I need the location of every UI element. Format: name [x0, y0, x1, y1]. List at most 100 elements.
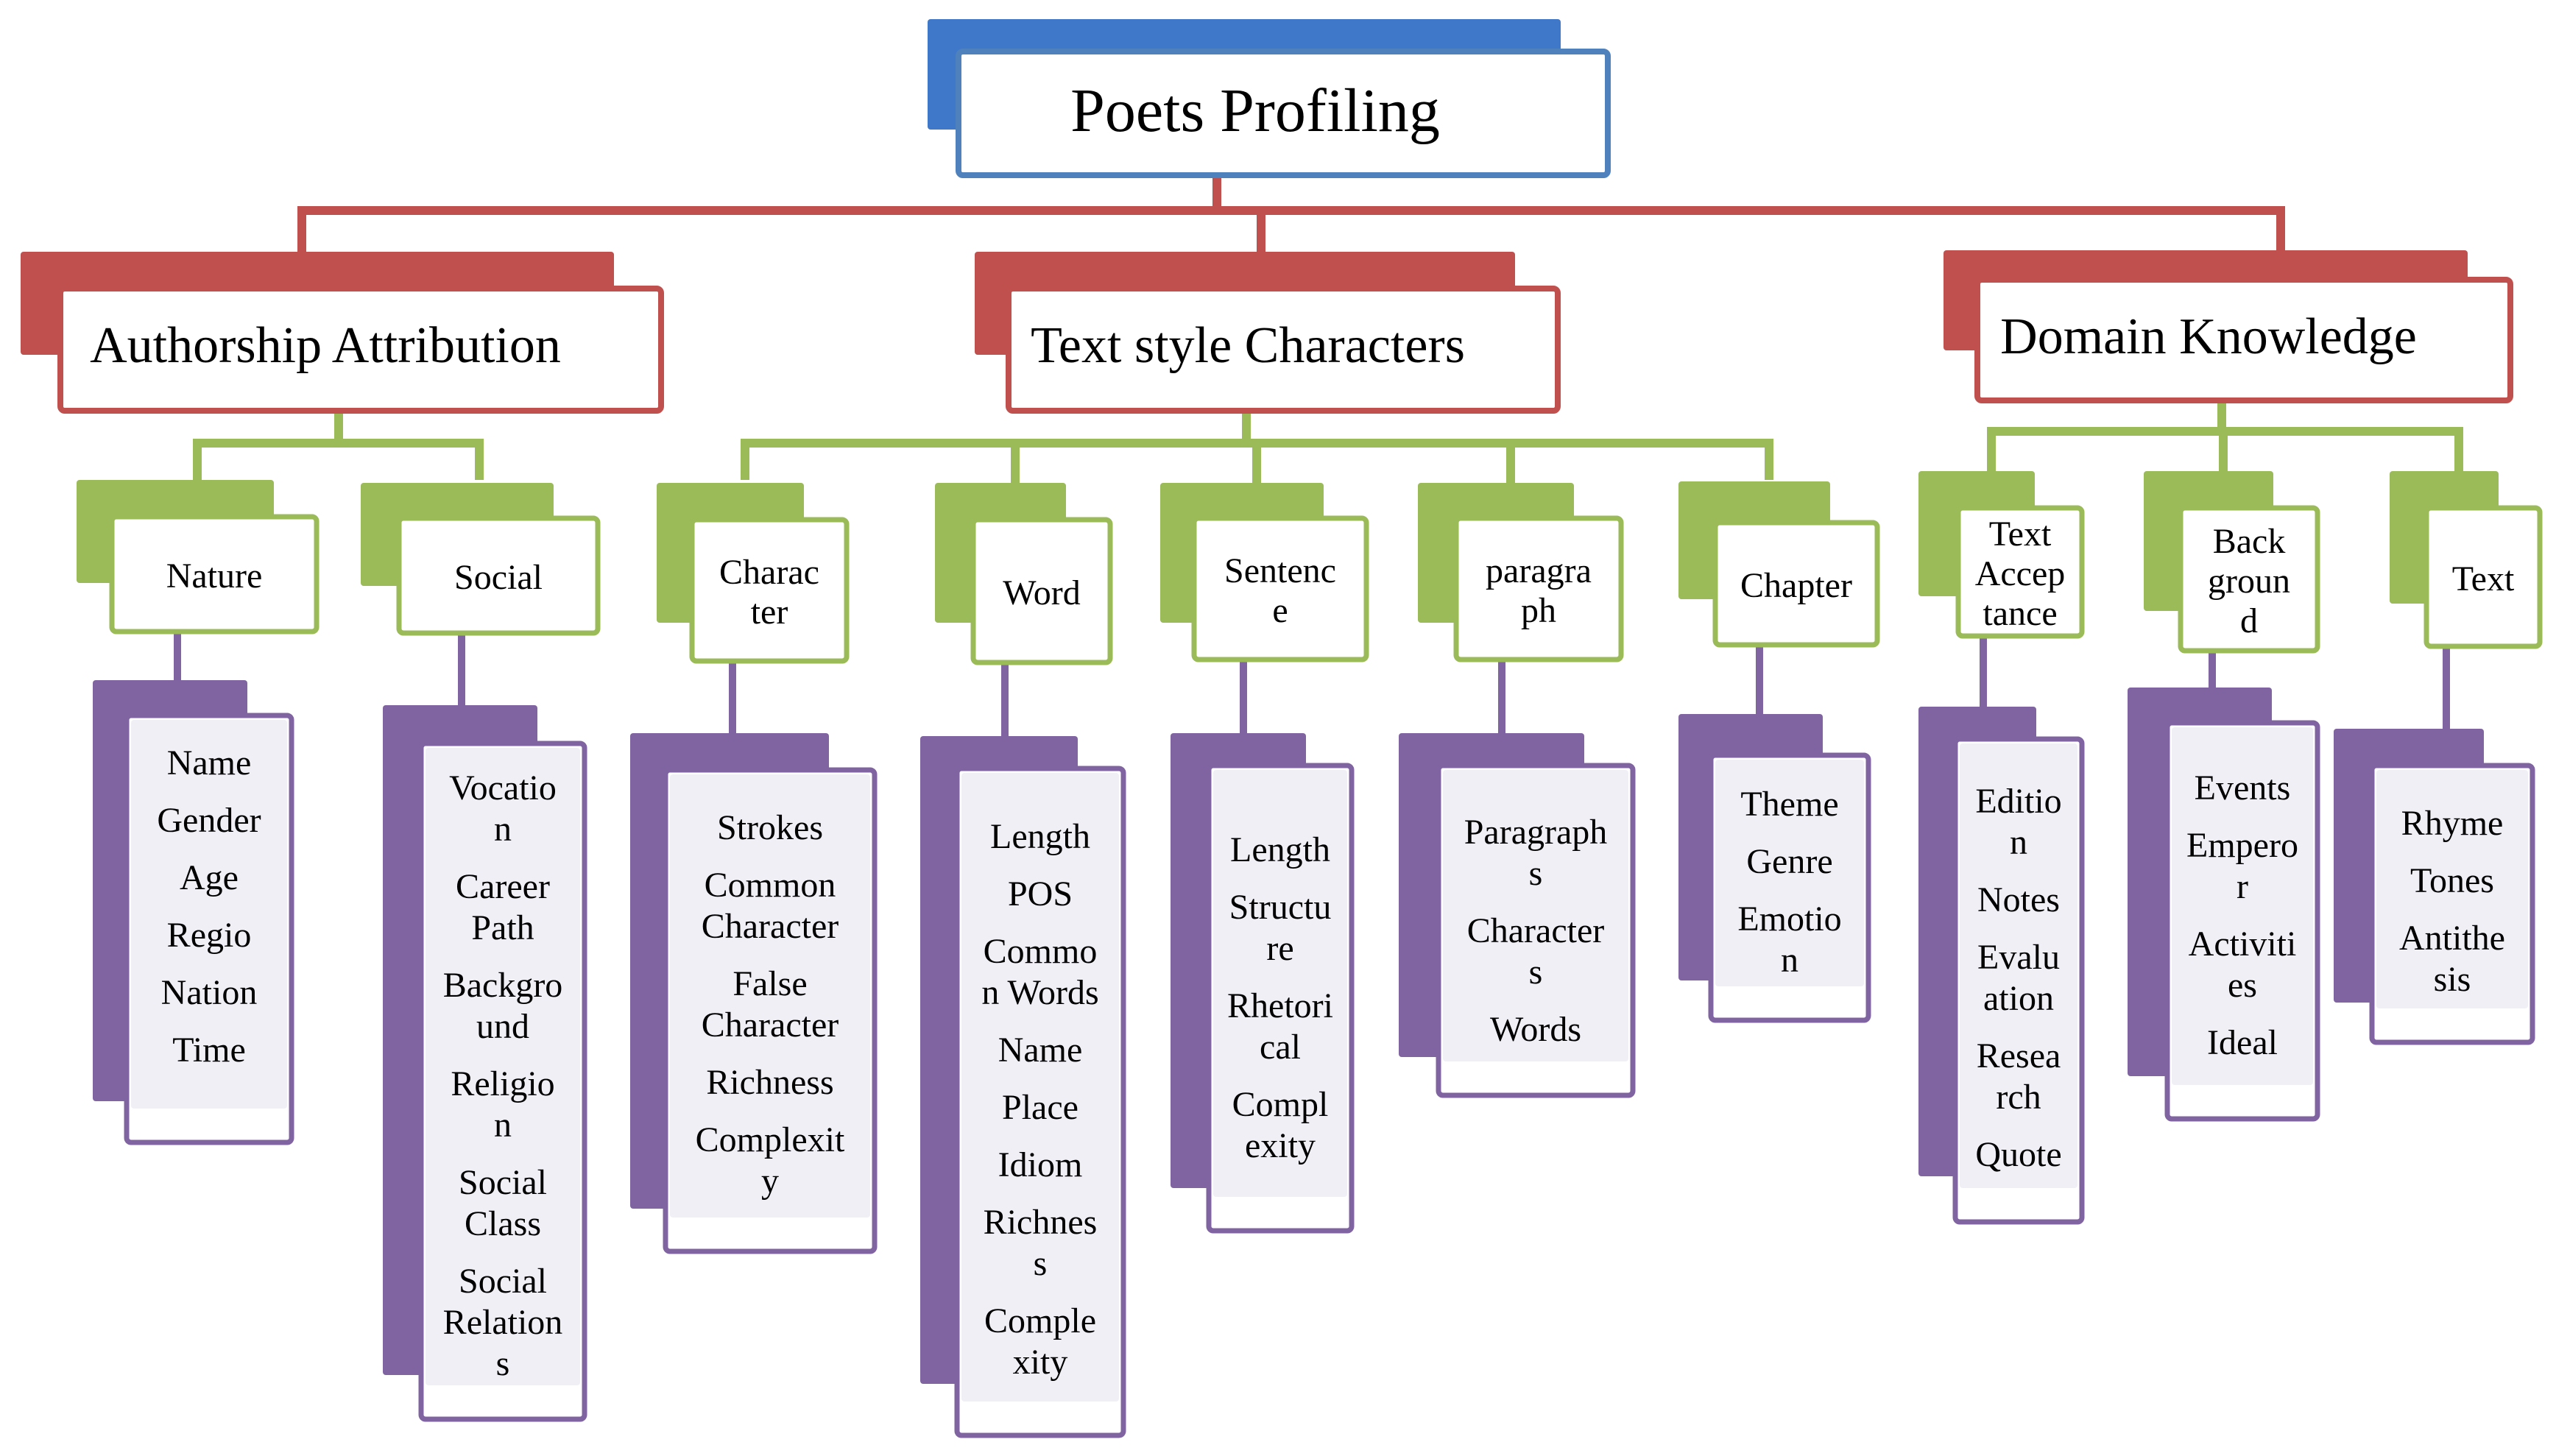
feature-item-label: False	[732, 964, 807, 1003]
branch-node-box	[57, 286, 664, 414]
feature-list: VocationCareerPathBackgroundReligionSoci…	[383, 705, 587, 1422]
category-node-box	[1453, 515, 1624, 662]
feature-item-label: s	[1034, 1244, 1048, 1283]
feature-list-fill	[131, 720, 287, 1109]
feature-item-label: Character	[1467, 911, 1605, 950]
feature-item-label: n	[2010, 823, 2027, 862]
branch-node-box	[1006, 286, 1561, 414]
category-node-box	[396, 515, 601, 636]
feature-item-label: Length	[990, 817, 1090, 856]
feature-item-label: Richness	[706, 1063, 833, 1102]
feature-item-label: sis	[2434, 960, 2471, 999]
feature-item-label: Length	[1230, 830, 1330, 869]
feature-list-fill	[2172, 727, 2313, 1085]
root-node-box	[956, 49, 1611, 178]
feature-list-fill	[961, 773, 1119, 1402]
feature-item-label: Emotio	[1737, 900, 1841, 939]
category-node-label: ph	[1521, 591, 1556, 630]
category-node: Text	[2390, 471, 2543, 649]
feature-item-label: Structu	[1229, 888, 1332, 927]
feature-item-label: Path	[471, 908, 534, 947]
category-node-box	[1712, 520, 1880, 648]
category-node: Word	[935, 483, 1113, 665]
feature-item-label: xity	[1013, 1343, 1068, 1382]
feature-item-label: Name	[167, 743, 252, 782]
feature-item-label: Activiti	[2189, 925, 2297, 964]
feature-item-label: Notes	[1977, 880, 2060, 919]
feature-item-label: ation	[1983, 979, 2054, 1018]
category-node: Chapter	[1678, 481, 1880, 648]
feature-item-label: Commo	[984, 932, 1098, 971]
level2-connector-bus	[193, 439, 484, 480]
feature-item-label: Place	[1002, 1088, 1078, 1127]
category-node-label: Sentenc	[1224, 551, 1336, 590]
feature-item-label: s	[1529, 953, 1543, 992]
category-node-box	[109, 514, 320, 635]
feature-list-fill	[1960, 743, 2077, 1188]
feature-item-label: Social	[459, 1262, 547, 1301]
feature-list-fill	[1443, 770, 1628, 1061]
category-node: Social	[361, 483, 601, 636]
category-node-label: Chapter	[1740, 566, 1852, 605]
category-node: Nature	[77, 480, 320, 635]
feature-list: StrokesCommonCharacterFalseCharacterRich…	[630, 733, 878, 1254]
branch-node-label: Authorship Attribution	[90, 317, 561, 374]
feature-item-label: Social	[459, 1163, 547, 1202]
category-node-box	[1955, 505, 2085, 639]
category-node-box	[2423, 505, 2543, 649]
category-node-label: Social	[454, 558, 543, 597]
feature-item-label: Ideal	[2207, 1023, 2278, 1062]
feature-list-fill	[1715, 760, 1864, 986]
branch-node: Domain Knowledge	[1944, 250, 2513, 403]
feature-item-label: Rhetori	[1227, 986, 1333, 1025]
branch-node: Text style Characters	[975, 252, 1561, 414]
category-node-box	[2178, 505, 2320, 654]
feature-item-label: Backgro	[443, 966, 563, 1005]
feature-item-label: rch	[1996, 1078, 2041, 1117]
feature-item-label: Resea	[1977, 1036, 2061, 1075]
feature-item-label: Tones	[2410, 861, 2494, 900]
feature-item-label: exity	[1245, 1126, 1316, 1165]
feature-item-label: Career	[456, 867, 550, 906]
feature-item-label: Genre	[1746, 842, 1832, 881]
feature-item-label: s	[496, 1344, 510, 1383]
category-node-label: Nature	[166, 556, 263, 596]
feature-item-label: es	[2228, 966, 2257, 1005]
feature-item-label: POS	[1008, 874, 1073, 913]
feature-item-label: Paragraph	[1464, 813, 1608, 852]
feature-item-label: Comple	[984, 1301, 1096, 1340]
feature-item-label: Name	[998, 1031, 1083, 1070]
feature-item-label: Strokes	[717, 808, 823, 847]
feature-item-label: Common	[705, 866, 836, 905]
feature-item-label: Words	[1490, 1010, 1581, 1049]
feature-item-label: n Words	[981, 973, 1098, 1012]
level1-connector-bus	[297, 206, 2285, 252]
feature-item-label: s	[1529, 854, 1543, 893]
category-node-label: Text	[1989, 515, 2052, 554]
feature-item-label: Events	[2195, 768, 2291, 807]
feature-item-label: Compl	[1232, 1085, 1329, 1124]
category-node-label: Text	[2452, 559, 2515, 598]
category-node-label: paragra	[1486, 551, 1592, 590]
feature-item-label: Character	[702, 907, 839, 946]
feature-item-label: Time	[172, 1031, 246, 1070]
feature-list-fill	[426, 748, 580, 1385]
feature-item-label: cal	[1260, 1028, 1301, 1067]
feature-item-label: y	[761, 1162, 779, 1201]
feature-list-fill	[670, 774, 870, 1218]
category-node-label: Word	[1003, 573, 1080, 612]
feature-list-fill	[1213, 770, 1347, 1197]
category-node-label: e	[1272, 591, 1288, 630]
feature-list-fill	[2376, 770, 2528, 1008]
feature-item-label: Religio	[451, 1064, 554, 1103]
feature-item-label: Theme	[1740, 785, 1838, 824]
